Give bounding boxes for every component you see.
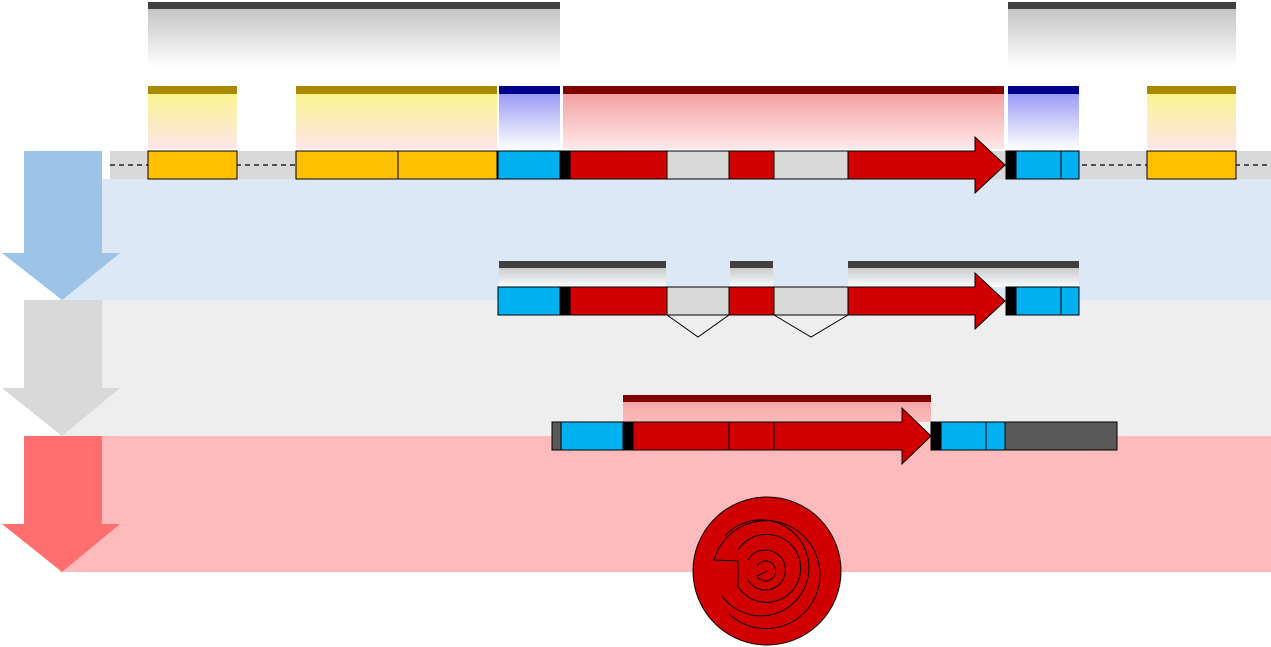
regulatory-bar: [148, 86, 237, 94]
coding-bar: [623, 395, 931, 402]
gene-region-fade: [148, 8, 560, 68]
stop-codon: [930, 421, 942, 451]
annotation-bars: [148, 2, 1236, 149]
start-codon: [559, 150, 571, 180]
coding-bar: [563, 86, 1004, 94]
coding-fade: [623, 401, 931, 422]
exon-bar: [848, 261, 1079, 268]
exon: [728, 150, 775, 180]
utr-5-prime: [560, 421, 624, 451]
stop-codon: [1005, 150, 1017, 180]
exon-fade: [730, 267, 773, 287]
poly-a-tail: [1004, 421, 1118, 451]
intron: [773, 286, 849, 316]
exon-bar: [499, 261, 666, 268]
exon: [632, 421, 730, 451]
dna-track: [110, 135, 1271, 195]
utr-5-prime: [497, 150, 561, 180]
intron: [666, 150, 730, 180]
utr-3-prime: [1015, 286, 1062, 316]
exon-fade: [499, 267, 666, 287]
down-arrow-icon: [2, 300, 120, 436]
regulatory-element: [147, 150, 238, 180]
intron: [666, 286, 730, 316]
regulatory-element: [1146, 150, 1237, 180]
regulatory-bar: [296, 86, 497, 94]
protein-strand: [713, 559, 739, 585]
utr-3-prime: [940, 421, 987, 451]
exon: [569, 286, 668, 316]
start-codon: [559, 286, 571, 316]
utr-3-prime: [1060, 150, 1080, 180]
folded-protein-icon: [692, 496, 842, 646]
regulatory-bar: [1147, 86, 1236, 94]
protein-fold: [713, 519, 821, 630]
coding-fade: [563, 93, 1004, 149]
exon: [728, 421, 775, 451]
utr-bar: [499, 86, 560, 94]
translation-band: [60, 436, 1271, 572]
splice-junction: [773, 314, 849, 338]
cap: [551, 421, 562, 451]
exon-arrow: [847, 135, 1006, 195]
exon-bar: [730, 261, 773, 268]
utr-bar: [1008, 86, 1079, 94]
utr-fade: [499, 93, 560, 149]
exon: [728, 286, 775, 316]
exon-arrow: [847, 271, 1006, 331]
regulatory-element: [295, 150, 399, 180]
stop-codon: [1005, 286, 1017, 316]
gene-region-fade: [1008, 8, 1236, 68]
exon-arrow: [773, 406, 932, 466]
exon-fade: [848, 267, 1079, 287]
utr-5-prime: [497, 286, 561, 316]
intron: [773, 150, 849, 180]
down-arrow-icon: [2, 151, 120, 300]
gene-region-bar: [148, 2, 560, 9]
down-arrow-icon: [2, 436, 120, 572]
regulatory-fade: [148, 93, 237, 149]
exon: [569, 150, 668, 180]
regulatory-fade: [296, 93, 497, 149]
utr-3-prime: [1060, 286, 1080, 316]
splice-junction: [666, 314, 730, 338]
utr-3-prime: [1015, 150, 1062, 180]
start-codon: [622, 421, 634, 451]
utr-3-prime: [985, 421, 1006, 451]
mature-mrna: [551, 395, 1118, 466]
pre-mrna: [497, 261, 1080, 338]
regulatory-element: [397, 150, 498, 180]
utr-fade: [1008, 93, 1079, 149]
gene-region-bar: [1008, 2, 1236, 9]
regulatory-fade: [1147, 93, 1236, 149]
